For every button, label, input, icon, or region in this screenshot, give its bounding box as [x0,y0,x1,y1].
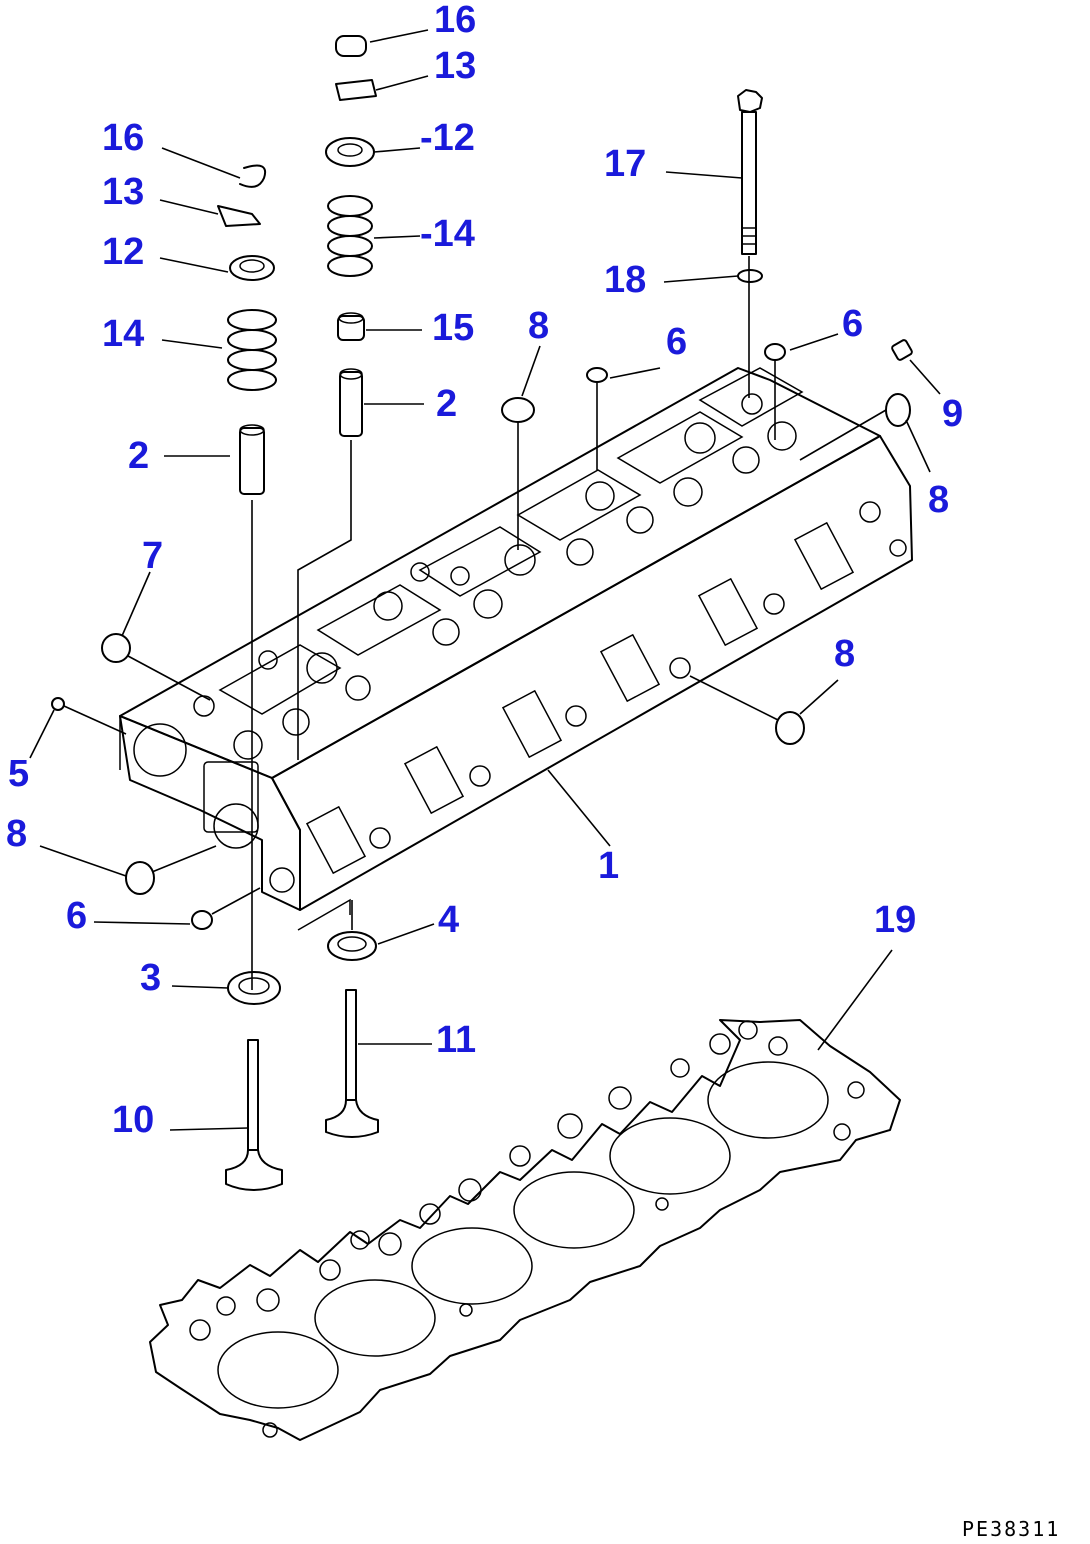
expansion-plug-7 [101,633,211,701]
callout-12-left: 12 [102,231,144,273]
top-face-pads [193,367,804,760]
valve-cotter-right [335,35,367,57]
valve-collet-left [217,205,261,227]
callout-8-right: 8 [928,479,949,521]
callout-12-right: -12 [420,117,475,159]
valve-cotter-left [239,164,266,188]
expansion-plug-right [799,393,911,461]
callout-8-top: 8 [528,305,549,347]
callout-6-left: 6 [66,895,87,937]
callout-15: 15 [432,307,474,349]
valve-stem-seal [337,312,365,341]
plug-6-top-a [586,367,608,470]
callout-11: 11 [436,1019,476,1061]
callout-9: 9 [942,393,963,435]
callout-13-right: 13 [434,45,476,87]
head-bolt [737,89,763,398]
callout-labels: 16 13 -12 -14 15 2 16 13 12 14 2 17 18 8… [6,0,963,1141]
bolt-washer [737,269,763,283]
intake-valve [225,1039,283,1191]
callout-2-left: 2 [128,435,149,477]
expansion-plug-front [689,675,805,745]
side-face-ports [305,501,907,875]
spring-retainer-right [325,137,375,167]
callout-14-right: -14 [420,213,475,255]
callout-18: 18 [604,259,646,301]
callout-17: 17 [604,143,646,185]
valve-spring-left [227,309,277,391]
cylinder-head [119,367,913,931]
plug-6-top-b [764,343,786,440]
callout-16-left: 16 [102,117,144,159]
valve-seat-exhaust [327,900,377,961]
callout-13-left: 13 [102,171,144,213]
callout-8-left: 8 [6,813,27,855]
callout-3: 3 [140,957,161,999]
expansion-plug-left [125,845,217,895]
spring-retainer-left [229,255,275,281]
plug-9 [891,339,913,361]
callout-1: 1 [598,845,619,887]
callout-4: 4 [438,899,459,941]
valve-guide-left [239,424,265,990]
valve-seat-intake [227,971,281,1005]
drawing-code: PE38311 [962,1517,1060,1541]
callout-2-right: 2 [436,383,457,425]
valve-guide-right [297,368,363,760]
exhaust-valve [325,989,379,1138]
callout-10: 10 [112,1099,154,1141]
callout-6-top-b: 6 [842,303,863,345]
callout-19: 19 [874,899,916,941]
head-gasket [149,1019,901,1441]
callout-16-right: 16 [434,0,476,41]
expansion-plug-top [501,397,535,550]
callout-6-top-a: 6 [666,321,687,363]
plug-6-left [191,887,261,930]
leader-lines [29,29,941,1131]
valve-spring-right [327,195,373,277]
callout-14-left: 14 [102,313,144,355]
callout-5: 5 [8,753,29,795]
callout-8-front: 8 [834,633,855,675]
plug-5 [51,697,127,735]
valve-collet-right [335,79,377,101]
callout-7: 7 [142,535,163,577]
